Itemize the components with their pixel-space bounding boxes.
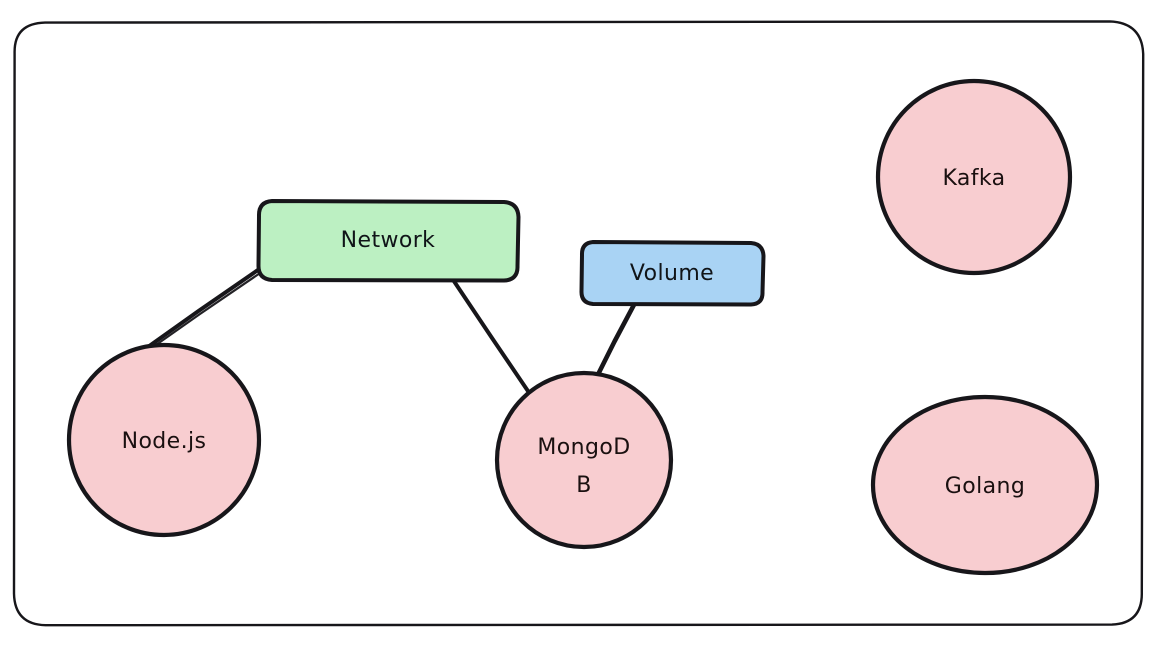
node-golang[interactable]: Golang xyxy=(870,394,1100,576)
node-label-volume: Volume xyxy=(630,261,714,286)
edge-network-mongodb xyxy=(450,277,534,399)
node-kafka[interactable]: Kafka xyxy=(875,78,1073,276)
node-label-golang: Golang xyxy=(945,474,1025,499)
node-nodejs[interactable]: Node.js xyxy=(66,342,262,538)
container-frame xyxy=(12,20,1145,627)
node-label-mongodb-line1: MongoD xyxy=(537,435,630,460)
node-label-mongodb-line2: B xyxy=(576,473,592,498)
node-label-kafka: Kafka xyxy=(942,166,1005,191)
node-label-network: Network xyxy=(341,228,436,253)
edge-volume-mongodb xyxy=(591,298,639,385)
node-network[interactable]: Network xyxy=(256,199,521,283)
node-label-nodejs: Node.js xyxy=(122,429,207,454)
node-mongodb[interactable]: MongoD B xyxy=(494,370,674,550)
node-volume[interactable]: Volume xyxy=(579,240,766,307)
